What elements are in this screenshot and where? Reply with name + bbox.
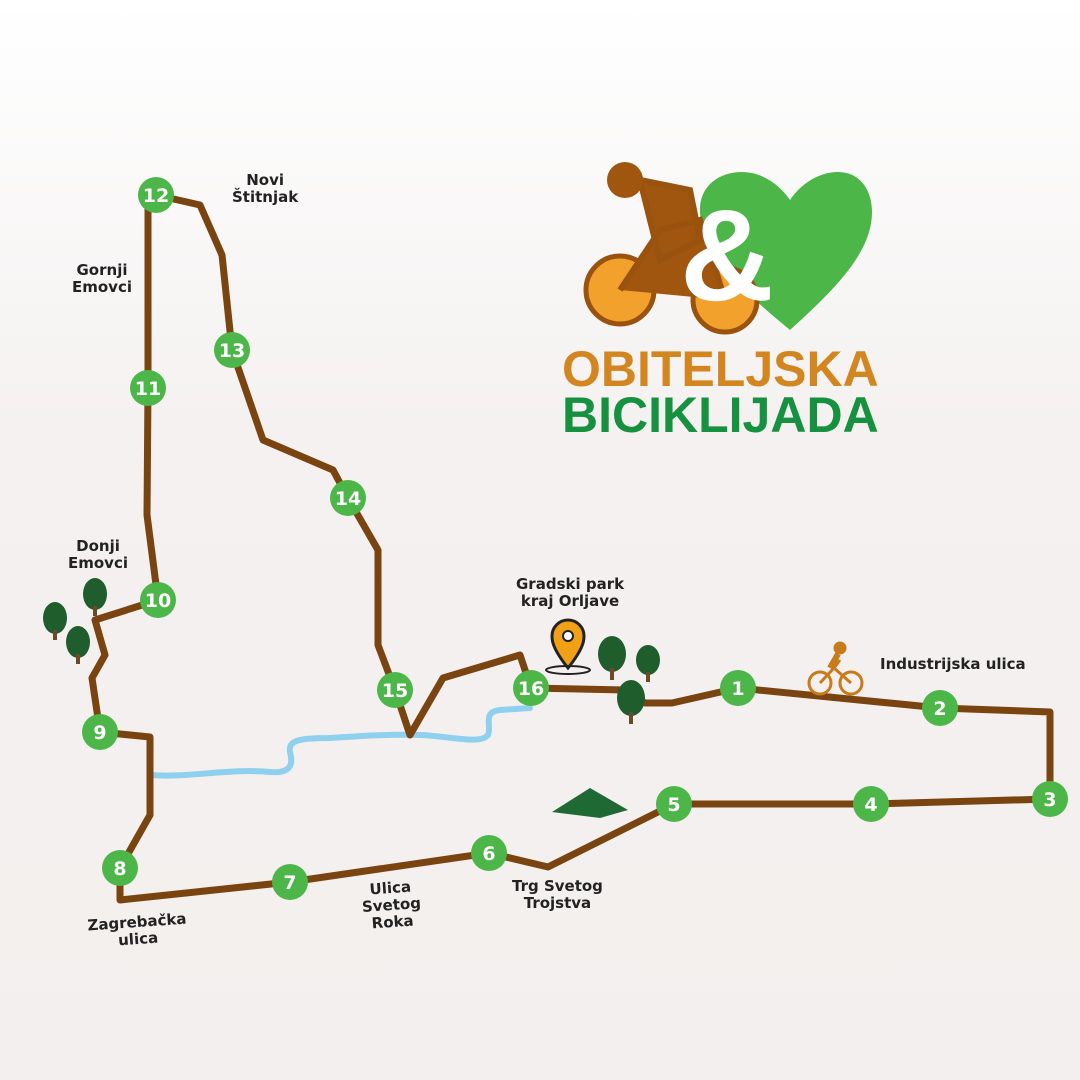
marker-circle <box>853 786 889 822</box>
route-marker-6: 6 <box>471 835 507 871</box>
route-marker-9: 9 <box>82 714 118 750</box>
marker-number: 15 <box>382 680 408 702</box>
marker-number: 5 <box>667 794 680 816</box>
marker-number: 4 <box>864 794 877 816</box>
tent-icon <box>552 788 628 818</box>
marker-number: 14 <box>335 488 361 510</box>
river-orljava <box>147 705 533 779</box>
cyclist-icon <box>807 641 864 696</box>
marker-circle <box>656 786 692 822</box>
place-label-svetog-roka: Ulica Svetog Roka <box>361 877 422 933</box>
route-marker-13: 13 <box>214 332 250 368</box>
marker-circle <box>471 835 507 871</box>
marker-number: 16 <box>518 678 544 700</box>
place-label-zagrebacka: Zagrebačka ulica <box>86 909 188 950</box>
route-marker-10: 10 <box>140 582 176 618</box>
route-marker-14: 14 <box>330 480 366 516</box>
place-label-gradski-park: Gradski park kraj Orljave <box>516 575 625 610</box>
marker-circle <box>214 332 250 368</box>
route-marker-5: 5 <box>656 786 692 822</box>
route-marker-2: 2 <box>922 690 958 726</box>
bike-route <box>88 191 1054 904</box>
place-label-donji-emovci: Donji Emovci <box>68 537 128 572</box>
marker-circle <box>130 370 166 406</box>
route-marker-11: 11 <box>130 370 166 406</box>
route-marker-7: 7 <box>272 864 308 900</box>
place-label-industrijska: Industrijska ulica <box>880 655 1026 673</box>
route-marker-16: 16 <box>513 670 549 706</box>
marker-number: 6 <box>482 843 495 865</box>
place-label-novi-stitnjak: Novi Štitnjak <box>232 171 299 206</box>
marker-number: 13 <box>219 340 245 362</box>
heart-icon <box>700 172 872 330</box>
marker-number: 2 <box>933 698 946 720</box>
logo-title-line2: BICIKLIJADA <box>562 387 879 443</box>
marker-circle <box>272 864 308 900</box>
marker-circle <box>330 480 366 516</box>
marker-number: 3 <box>1043 789 1056 811</box>
logo-ampersand: & <box>680 182 774 328</box>
marker-circle <box>513 670 549 706</box>
marker-number: 1 <box>731 678 744 700</box>
marker-number: 12 <box>143 185 169 207</box>
marker-number: 9 <box>93 722 106 744</box>
marker-number: 10 <box>145 590 171 612</box>
route-marker-4: 4 <box>853 786 889 822</box>
marker-circle <box>922 690 958 726</box>
location-pin-icon <box>545 618 591 675</box>
marker-number: 8 <box>113 858 126 880</box>
route-marker-8: 8 <box>102 850 138 886</box>
marker-number: 7 <box>283 872 296 894</box>
route-marker-12: 12 <box>138 177 174 213</box>
route-marker-15: 15 <box>377 672 413 708</box>
marker-circle <box>1032 781 1068 817</box>
marker-circle <box>102 850 138 886</box>
marker-circle <box>82 714 118 750</box>
marker-circle <box>138 177 174 213</box>
place-label-gornji-emovci: Gornji Emovci <box>72 261 132 296</box>
marker-circle <box>720 670 756 706</box>
place-label-trg-svetog-trojstva: Trg Svetog Trojstva <box>512 877 603 912</box>
logo-graphic: & <box>583 162 872 335</box>
route-marker-1: 1 <box>720 670 756 706</box>
marker-circle <box>140 582 176 618</box>
marker-number: 11 <box>135 378 161 400</box>
tree-icon <box>43 578 660 724</box>
route-marker-3: 3 <box>1032 781 1068 817</box>
logo-title-line1: OBITELJSKA <box>562 341 879 397</box>
marker-circle <box>377 672 413 708</box>
